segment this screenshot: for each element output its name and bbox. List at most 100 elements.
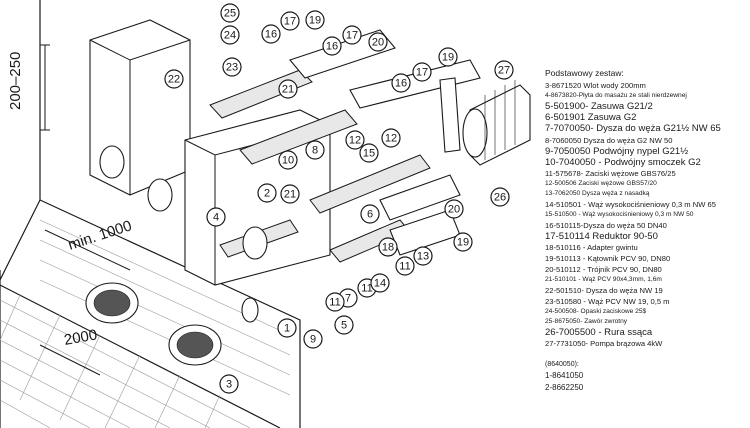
callout-label: 1 (284, 323, 290, 335)
dim-spacing: 2000 (63, 326, 99, 349)
callout-3: 3 (219, 374, 239, 394)
callout-26: 26 (490, 187, 510, 207)
parts-legend: Podstawowy zestaw: 3-8671520 Wlot wody 2… (545, 68, 750, 394)
callout-13: 13 (413, 246, 433, 266)
legend-item: 21-510101 - Wąż PCV 90x4,3mm, 1,6m (545, 276, 662, 284)
callout-label: 15 (363, 148, 375, 160)
callout-5: 5 (334, 315, 354, 335)
callout-21: 21 (278, 79, 298, 99)
legend-item: 4-8673820-Płyta do masażu ze stali nierd… (545, 92, 687, 99)
legend-item: 26-7005500 - Rura ssąca (545, 327, 653, 339)
callout-label: 20 (448, 204, 460, 216)
legend-item: 9-7050050 Podwójny nypel G21½ (545, 145, 689, 157)
callout-20: 20 (368, 32, 388, 52)
callout-20: 20 (444, 199, 464, 219)
callout-11: 11 (325, 292, 345, 312)
legend-item: 11-575678- Zaciski wężowe GBS76/25 (545, 169, 676, 179)
legend-item: 25-8675050- Zawór zwrotny (545, 318, 628, 326)
legend-items: 3-8671520 Wlot wody 200mm 4-8673820-Płyta… (545, 80, 750, 349)
callout-label: 11 (399, 261, 410, 273)
callout-label: 12 (385, 133, 397, 145)
callout-21: 21 (280, 184, 300, 204)
callout-24: 24 (220, 25, 240, 45)
callout-label: 8 (312, 145, 318, 157)
legend-item: 16-510115-Dysza do węża 50 DN40 (545, 221, 667, 231)
callout-label: 19 (457, 237, 469, 249)
callout-22: 22 (164, 69, 184, 89)
callout-label: 23 (226, 62, 238, 74)
callout-label: 19 (442, 52, 454, 64)
legend-sub-items: 1-8641050 2-8662250 (545, 370, 750, 394)
callout-label: 21 (282, 84, 294, 96)
callout-18: 18 (378, 237, 398, 257)
callout-label: 19 (309, 15, 321, 27)
callout-4: 4 (206, 207, 226, 227)
floor-inlets (85, 282, 222, 366)
pool-tiles (0, 0, 301, 428)
callout-label: 17 (346, 30, 358, 42)
callout-label: 5 (341, 320, 347, 332)
legend-item: 12-500506 Zaciski wężowe GBS57/20 (545, 180, 657, 188)
legend-item: 23-510580 - Wąż PCV NW 19, 0,5 m (545, 297, 670, 307)
callout-10: 10 (278, 150, 298, 170)
callout-15: 15 (359, 143, 379, 163)
legend-item: 24-500508- Opaski zaciskowe 25$ (545, 308, 647, 316)
callout-label: 17 (284, 16, 296, 28)
callout-17: 17 (342, 25, 362, 45)
callout-label: 7 (345, 293, 351, 305)
callout-19: 19 (453, 232, 473, 252)
callout-27: 27 (494, 60, 514, 80)
callout-17: 17 (280, 11, 300, 31)
callout-label: 26 (494, 192, 506, 204)
callout-label: 17 (416, 67, 428, 79)
callout-12: 12 (345, 130, 365, 150)
legend-item: 19-510113 - Kątownik PCV 90, DN80 (545, 254, 671, 264)
callout-label: 18 (382, 242, 394, 254)
callout-label: 22 (168, 74, 180, 86)
callout-label: 10 (282, 155, 294, 167)
callout-17: 17 (412, 62, 432, 82)
callout-label: 21 (284, 189, 296, 201)
legend-item: 13-7062050 Dysza węża z nasadką (545, 190, 650, 198)
legend-item: 14-510501 - Wąż wysokociśnieniowy 0,3 m … (545, 200, 716, 210)
callout-19: 19 (438, 47, 458, 67)
callout-label: 16 (265, 29, 277, 41)
legend-item: 10-7040050 - Podwójny smoczek G2 (545, 156, 701, 168)
callout-label: 6 (367, 209, 373, 221)
legend-item: 15-510500 - Wąż wysokociśnieniowy 0,3 m … (545, 211, 694, 219)
legend-item: 7-7070050- Dysza do węża G21½ NW 65 (545, 123, 721, 135)
legend-sub-item: 2-8662250 (545, 383, 584, 393)
legend-title: Podstawowy zestaw: (545, 68, 624, 78)
callout-label: 11 (329, 297, 340, 309)
callout-8: 8 (305, 140, 325, 160)
callout-25: 25 (220, 3, 240, 23)
wall-nozzles (99, 145, 268, 323)
callout-label: 27 (498, 65, 510, 77)
callout-19: 19 (305, 10, 325, 30)
callout-label: 4 (213, 212, 219, 224)
dim-min-depth: min. 1000 (66, 217, 134, 254)
callout-6: 6 (360, 204, 380, 224)
legend-item: 3-8671520 Wlot wody 200mm (545, 81, 646, 90)
legend-sub-title: (8640050): (545, 361, 579, 369)
callout-11: 11 (395, 256, 415, 276)
callout-label: 13 (417, 251, 429, 263)
callout-label: 14 (374, 278, 386, 290)
callout-16: 16 (261, 24, 281, 44)
callout-label: 16 (395, 78, 407, 90)
legend-item: 22-501510- Dysza do węża NW 19 (545, 286, 663, 296)
legend-sub-item: 1-8641050 (545, 371, 584, 381)
legend-item: 17-510114 Reduktor 90-50 (545, 231, 658, 243)
callout-label: 20 (372, 37, 384, 49)
callout-14: 14 (370, 273, 390, 293)
callout-label: 2 (264, 188, 270, 200)
legend-item: 5-501900- Zasuwa G21/2 (545, 101, 653, 112)
callout-9: 9 (303, 329, 323, 349)
callout-16: 16 (391, 73, 411, 93)
legend-item: 6-501901 Zasuwa G2 (545, 112, 637, 124)
callout-label: 9 (310, 334, 316, 346)
dimension-lines (39, 44, 131, 376)
callout-label: 3 (226, 379, 232, 391)
